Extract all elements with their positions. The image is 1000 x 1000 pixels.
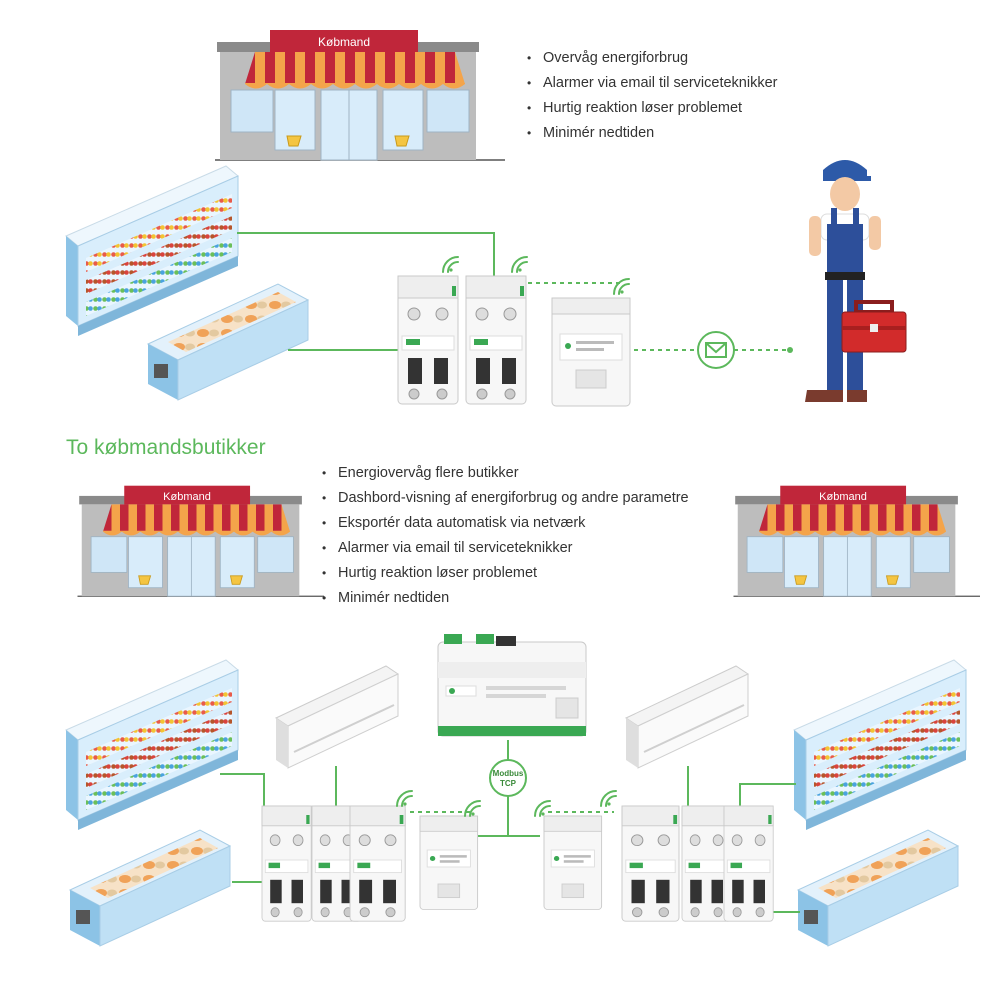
store-sign: Købmand <box>318 35 370 49</box>
modbus-label: Modbus <box>493 769 524 778</box>
store-sign: Købmand <box>163 491 211 503</box>
wifi-icon <box>613 278 630 295</box>
right-fridge-line <box>739 783 796 806</box>
breaker-bank-right <box>621 805 774 922</box>
feature-item: Minimér nedtiden <box>322 586 689 611</box>
wifi-icon <box>464 800 481 817</box>
circuit-breaker-2 <box>465 275 527 405</box>
feature-item: Hurtig reaktion løser problemet <box>322 561 689 586</box>
single-store-feature-list: Overvåg energiforbrug Alarmer via email … <box>527 46 777 146</box>
store-facade-left: Købmand <box>76 485 325 597</box>
service-technician <box>805 160 881 402</box>
smartlink-module-right <box>543 815 603 910</box>
smartlink-gateway <box>551 297 631 407</box>
feature-item: Hurtig reaktion løser problemet <box>527 96 777 121</box>
toolbox-icon <box>841 300 907 353</box>
section-heading: To købmandsbutikker <box>66 436 266 459</box>
display-fridge-bottom-right <box>793 659 967 831</box>
energy-server-controller <box>437 634 587 737</box>
wifi-icon <box>534 800 551 817</box>
tcp-label: TCP <box>500 779 517 788</box>
store-facade-right: Købmand <box>732 485 981 597</box>
wifi-icon <box>396 790 413 807</box>
modbus-tcp-badge: Modbus TCP <box>489 759 527 797</box>
wifi-icon <box>511 256 528 273</box>
store-sign: Købmand <box>819 491 867 503</box>
air-conditioner-right <box>625 665 749 769</box>
left-fridge-line <box>220 773 265 806</box>
store-facade-top: Købmand <box>214 29 506 161</box>
feature-item: Dashbord-visning af energiforbrug og and… <box>322 486 689 511</box>
fridge-connection-line-top <box>237 232 495 276</box>
chest-freezer-bottom-right <box>797 829 959 947</box>
two-store-feature-list: Energiovervåg flere butikker Dashbord-vi… <box>322 461 689 611</box>
connection-endpoint-dot <box>787 347 793 353</box>
feature-item: Overvåg energiforbrug <box>527 46 777 71</box>
chest-freezer-bottom-left <box>69 829 231 947</box>
chest-freezer-top <box>147 283 309 401</box>
breaker-bank-left <box>261 805 406 922</box>
email-icon <box>697 331 735 369</box>
feature-item: Alarmer via email til serviceteknikker <box>527 71 777 96</box>
feature-item: Alarmer via email til serviceteknikker <box>322 536 689 561</box>
display-fridge-bottom-left <box>65 659 239 831</box>
feature-item: Energiovervåg flere butikker <box>322 461 689 486</box>
air-conditioner-left <box>275 665 399 769</box>
wifi-icon <box>442 256 459 273</box>
feature-item: Minimér nedtiden <box>527 121 777 146</box>
wifi-icon <box>600 790 617 807</box>
display-fridge-top <box>65 165 239 337</box>
circuit-breaker-1 <box>397 275 459 405</box>
smartlink-module-left <box>419 815 479 910</box>
feature-item: Eksportér data automatisk via netværk <box>322 511 689 536</box>
